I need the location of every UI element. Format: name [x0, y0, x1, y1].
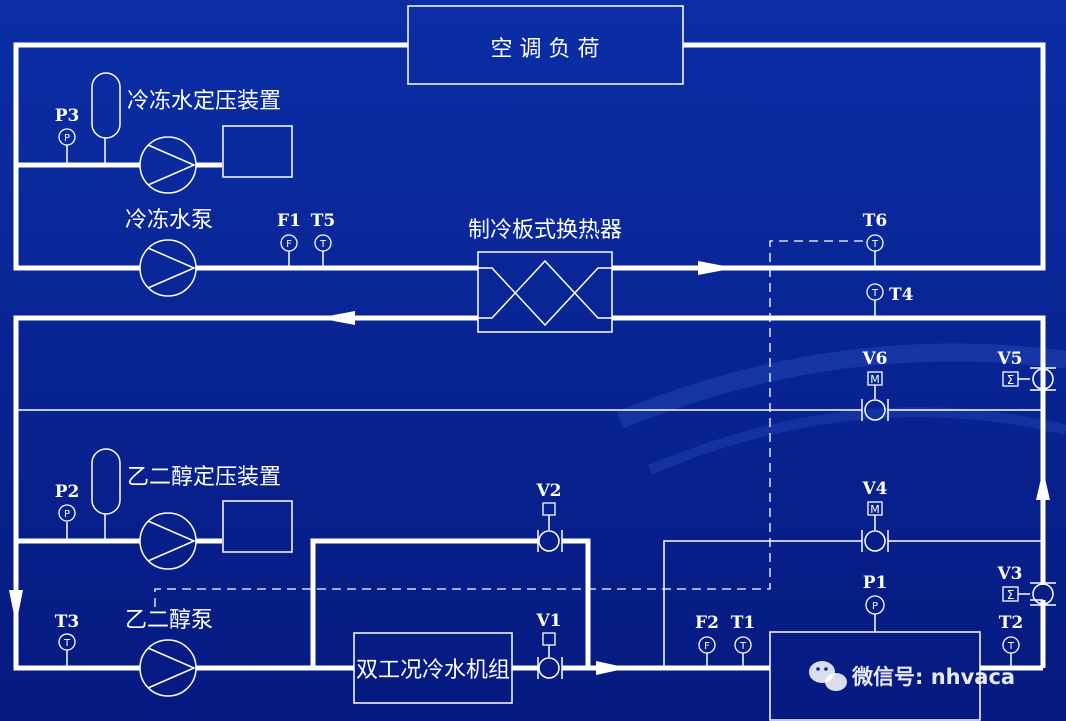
decor-swoosh [648, 407, 1066, 475]
wechat-icon [809, 661, 847, 691]
watermark-text: 微信号: nhvaca [851, 665, 1015, 689]
thermometer-icon: T [1002, 636, 1020, 654]
chilled-water-pump-label: 冷冻水泵 [125, 208, 213, 233]
arrow-left [318, 311, 355, 325]
thermometer-icon: T [734, 636, 752, 654]
actuator-square [542, 502, 556, 516]
svg-text:M: M [870, 503, 880, 516]
motor-actuator [867, 371, 883, 386]
svg-text:Σ: Σ [1007, 373, 1015, 387]
tag-V1: V1 [535, 611, 561, 631]
decor-swoosh [616, 343, 1066, 429]
valve-icon [537, 657, 563, 679]
arrow-down [9, 590, 23, 625]
tag-V2: V2 [535, 481, 561, 501]
actuators: M M Σ Σ [542, 371, 1019, 646]
svg-text:T: T [63, 638, 71, 649]
tag-T1: T1 [731, 613, 755, 633]
tag-V4: V4 [861, 479, 887, 499]
thermometer-icon: T [314, 234, 332, 252]
tag-P1: P1 [863, 573, 888, 593]
svg-text:P: P [64, 133, 70, 144]
ac-load-box [407, 5, 684, 85]
chilled-water-pressurization-device [222, 125, 293, 178]
pump-symbols [139, 136, 197, 697]
pressure-gauge-icon: P [58, 128, 76, 146]
svg-text:M: M [870, 373, 880, 386]
svg-text:T: T [871, 239, 879, 250]
actuator-square [542, 632, 556, 646]
svg-text:T: T [739, 641, 747, 652]
pump-icon [139, 512, 197, 570]
svg-text:P: P [872, 601, 878, 612]
ac-load-label: 空 调 负 荷 [491, 37, 600, 62]
tag-V3: V3 [996, 564, 1022, 584]
flow-meter-icon: F [698, 636, 716, 654]
glycol-pressurization-device [222, 500, 293, 553]
signal-dashed-line [154, 240, 863, 610]
thermometer-icon: T [58, 633, 76, 651]
valve-icon [1030, 582, 1056, 606]
plate-heat-exchanger [477, 251, 613, 333]
pressure-gauge-icon: P [58, 504, 76, 522]
tag-T6: T6 [863, 211, 887, 231]
plate-heat-exchanger-label: 制冷板式换热器 [468, 218, 622, 243]
tag-T2: T2 [999, 613, 1023, 633]
tag-F2: F2 [695, 613, 719, 633]
pipes-thin [16, 138, 1043, 668]
sigma-actuator [1002, 586, 1019, 602]
svg-text:T: T [319, 239, 327, 250]
pressure-gauge-icon: P [865, 595, 885, 615]
svg-text:F: F [286, 239, 292, 250]
pump-icon [139, 639, 197, 697]
expansion-tank [91, 72, 121, 139]
instrument-gauges: P F T T T P T F T P T [58, 128, 1020, 654]
flow-meter-icon: F [280, 234, 298, 252]
svg-text:P: P [64, 509, 70, 520]
arrow-up [1036, 470, 1050, 500]
flow-arrows [9, 261, 1050, 675]
motor-actuator [867, 501, 883, 516]
svg-text:Σ: Σ [1007, 588, 1015, 602]
thermometer-icon: T [866, 234, 884, 252]
tag-V5: V5 [996, 349, 1022, 369]
arrow-right [698, 261, 735, 275]
chiller-label: 双工况冷水机组 [356, 658, 510, 683]
arrow-right [596, 661, 628, 675]
svg-text:T: T [871, 288, 879, 299]
tag-T4: T4 [889, 285, 914, 305]
svg-text:T: T [1007, 641, 1015, 652]
pump-icon [139, 239, 197, 297]
tag-V6: V6 [861, 349, 887, 369]
tag-T5: T5 [311, 211, 335, 231]
valve-icon [1030, 367, 1056, 391]
glycol-pressurization-label: 乙二醇定压装置 [127, 465, 281, 490]
valve-icon [537, 530, 563, 552]
chiller-box [353, 632, 513, 704]
thermometer-icon: T [866, 283, 884, 301]
valve-icon [861, 530, 889, 552]
tag-F1: F1 [277, 211, 301, 231]
valve-icon [861, 399, 889, 421]
tag-P3: P3 [55, 106, 80, 126]
pump-icon [139, 136, 197, 194]
watermark: 微信号: nhvaca [809, 661, 1015, 691]
svg-text:F: F [704, 641, 710, 652]
tag-T3: T3 [55, 612, 79, 632]
tag-P2: P2 [55, 482, 80, 502]
valve-symbols [537, 367, 1056, 679]
sigma-actuator [1002, 371, 1019, 387]
storage-box [769, 631, 981, 721]
instrument-tags: P3 F1 T5 T6 T4 V6 V5 P2 V2 V4 V3 P1 T3 V… [55, 106, 1024, 633]
chilled-water-pressurization-label: 冷冻水定压装置 [127, 89, 281, 114]
expansion-tank [91, 448, 121, 515]
glycol-pump-label: 乙二醇泵 [125, 608, 213, 633]
